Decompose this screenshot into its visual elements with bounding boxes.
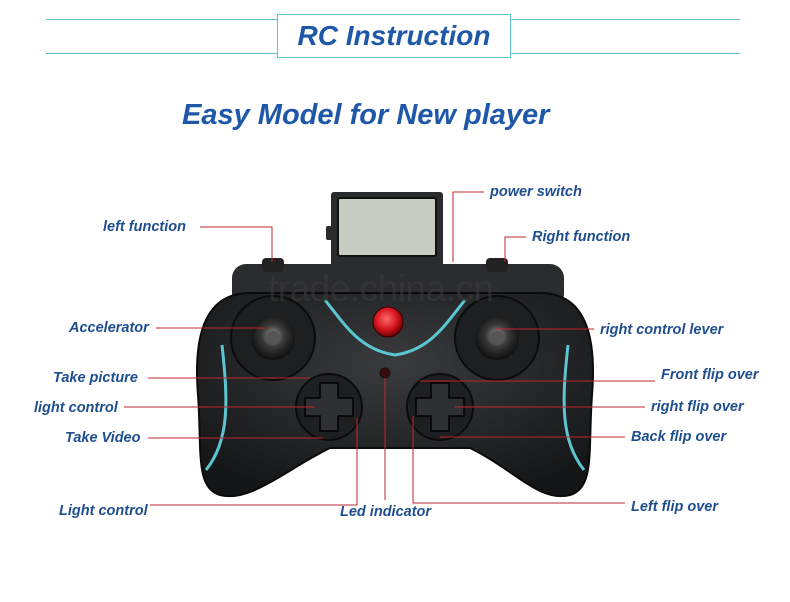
label-left-function: left function — [103, 219, 186, 235]
trim-accent-left — [204, 344, 228, 471]
title-rule-bottom-left — [46, 53, 277, 54]
label-light-control-left: light control — [34, 400, 118, 416]
label-take-video: Take Video — [65, 430, 141, 446]
lcd-screen — [326, 192, 443, 270]
label-led-indicator: Led indicator — [340, 504, 432, 520]
page-title: RC Instruction — [297, 20, 491, 51]
label-accelerator: Accelerator — [69, 320, 149, 336]
label-light-control-bottom: Light control — [59, 503, 148, 519]
label-front-flip-over: Front flip over — [661, 367, 759, 383]
label-back-flip-over: Back flip over — [631, 429, 727, 445]
leader-light-control-bottom — [150, 418, 358, 506]
title-box: RC Instruction — [277, 14, 511, 58]
label-right-control-lever: right control lever — [600, 322, 724, 338]
leader-left-flip-over — [412, 416, 625, 504]
label-take-picture: Take picture — [53, 370, 138, 386]
trim-accent-center — [323, 299, 467, 357]
label-right-flip-over: right flip over — [651, 399, 744, 415]
title-rule-top-left — [46, 19, 277, 20]
leader-right-function — [504, 236, 526, 262]
label-left-flip-over: Left flip over — [631, 499, 719, 515]
title-rule-bottom-right — [511, 53, 740, 54]
left-function-button — [262, 258, 284, 272]
watermark-text: trade.china.cn — [268, 268, 494, 309]
leader-lines — [124, 191, 655, 506]
label-power-switch: power switch — [490, 184, 582, 200]
led-indicator-light — [379, 367, 391, 379]
power-switch-button — [372, 306, 404, 338]
left-control-stick — [230, 295, 316, 381]
leader-power-switch — [452, 191, 484, 262]
leader-left-function — [200, 226, 273, 262]
right-control-stick — [454, 295, 540, 381]
subtitle: Easy Model for New player — [182, 99, 550, 131]
title-rule-top-right — [511, 19, 740, 20]
label-right-function: Right function — [532, 229, 631, 245]
right-function-button — [486, 258, 508, 272]
trim-accent-right — [562, 344, 586, 471]
